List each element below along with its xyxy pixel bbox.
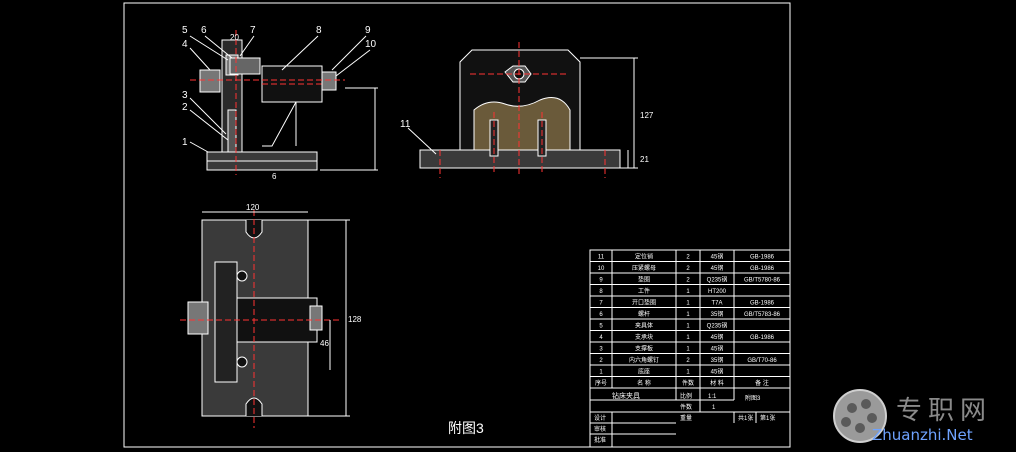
bom-cell-no: 序号 [595,379,607,387]
bom-cell-mat: 45钢 [711,333,724,341]
watermark-globe-icon [833,389,887,443]
bom-cell-no: 4 [599,335,603,341]
tb-title: 钻床夹具 [612,391,640,400]
bom-cell-qty: 1 [686,335,690,341]
plan-view [180,210,350,428]
bom-cell-no: 9 [599,278,603,284]
bom-cell-qty: 2 [686,358,690,364]
bom-cell-qty: 2 [686,255,690,261]
label-8: 8 [316,25,322,36]
bom-cell-mat: 35钢 [711,310,724,318]
bom-cell-name: 夹具体 [635,322,653,330]
bom-cell-mat: T7A [711,301,722,307]
bom-cell-no: 1 [599,370,603,376]
bom-cell-mat: Q235钢 [707,322,728,330]
bom-cell-std: GB/T70-86 [747,358,777,364]
label-10: 10 [365,39,377,50]
bom-cell-qty: 2 [686,278,690,284]
bom-cell-std: GB-1986 [750,301,775,307]
bom-cell-mat: 35钢 [711,356,724,364]
bom-cell-qty: 2 [686,266,690,272]
tb-drawing-no: 附图3 [745,394,761,402]
dim-plan-center: 46 [320,339,329,348]
bom-cell-name: 工件 [638,287,650,295]
bom-cell-no: 3 [599,347,603,353]
label-9: 9 [365,25,371,36]
bom-cell-no: 8 [599,289,603,295]
bom-cell-std: 备 注 [755,379,769,387]
bom-cell-mat: 45钢 [711,253,724,261]
bom-cell-mat: 材 料 [710,379,724,387]
tb-scale-label: 比例 [680,392,692,400]
bom-cell-name: 名 称 [637,379,651,387]
watermark-en: Zhuanzhi.Net [872,426,973,444]
bom-cell-name: 支撑板 [635,345,653,353]
bom-cell-no: 10 [598,266,605,272]
bom-cell-name: 螺杆 [638,310,650,318]
watermark: 专职网 Zhuanzhi.Net [832,388,1012,448]
bom-cell-no: 6 [599,312,603,318]
tb-design: 设计 [594,414,606,422]
dim-plan-height: 128 [348,315,362,324]
bom-cell-qty: 1 [686,289,690,295]
bom-cell-std: GB/T5780-86 [744,278,781,284]
dim-plan-width: 120 [246,203,260,212]
tb-scale-value: 1:1 [708,394,717,400]
bom-cell-name: 支承块 [635,333,653,341]
label-3: 3 [182,90,188,101]
bom-cell-no: 2 [599,358,603,364]
bom-cell-mat: 45钢 [711,345,724,353]
sheet-border [123,2,791,448]
bom-cell-qty: 1 [686,312,690,318]
bom-cell-name: 垫圈 [638,276,650,284]
bom-cell-std: GB/T5783-86 [744,312,781,318]
bom-cell-no: 5 [599,324,603,330]
bom-cell-mat: 45钢 [711,264,724,272]
tb-page: 第1张 [760,414,775,422]
label-6: 6 [201,25,207,36]
label-4: 4 [182,39,188,50]
bom-cell-name: 定位销 [635,253,653,261]
bom-cell-qty: 件数 [682,379,694,387]
label-11: 11 [400,119,411,130]
bom-cell-mat: HT200 [708,289,727,295]
bom-cell-qty: 1 [686,301,690,307]
tb-weight: 重量 [680,414,692,422]
label-1: 1 [182,137,188,148]
bom-cell-name: 压紧螺母 [632,264,656,272]
bom-cell-name: 底座 [638,368,650,376]
bom-cell-no: 7 [599,301,603,307]
side-view [407,42,638,178]
tb-sheet: 共1张 [738,414,753,422]
label-5: 5 [182,25,188,36]
figure-caption: 附图3 [448,420,484,436]
tb-count-label: 件数 [680,403,692,411]
bom-cell-qty: 1 [686,324,690,330]
tb-count-value: 1 [712,405,716,411]
bom-cell-std: GB-1986 [750,255,775,261]
bom-cell-qty: 1 [686,347,690,353]
label-7: 7 [250,25,256,36]
bom-cell-std: GB-1986 [750,266,775,272]
watermark-cn: 专职网 [896,396,993,426]
bom-cell-std: GB-1986 [750,335,775,341]
bom-cell-name: 内六角螺钉 [629,356,659,364]
bom-cell-no: 11 [598,255,605,261]
bom-cell-mat: 45钢 [711,368,724,376]
dim-height-small: 21 [640,155,649,164]
dim-base-offset: 6 [272,172,277,181]
dim-top-width: 20 [230,33,239,42]
bom-cell-name: 开口垫圈 [632,299,656,307]
bom-cell-qty: 1 [686,370,690,376]
bom-cell-mat: Q235钢 [707,276,728,284]
front-view [189,30,378,175]
tb-approve: 批准 [594,436,606,444]
tb-check: 审核 [594,425,606,433]
dim-height-right: 127 [640,111,654,120]
label-2: 2 [182,102,188,113]
